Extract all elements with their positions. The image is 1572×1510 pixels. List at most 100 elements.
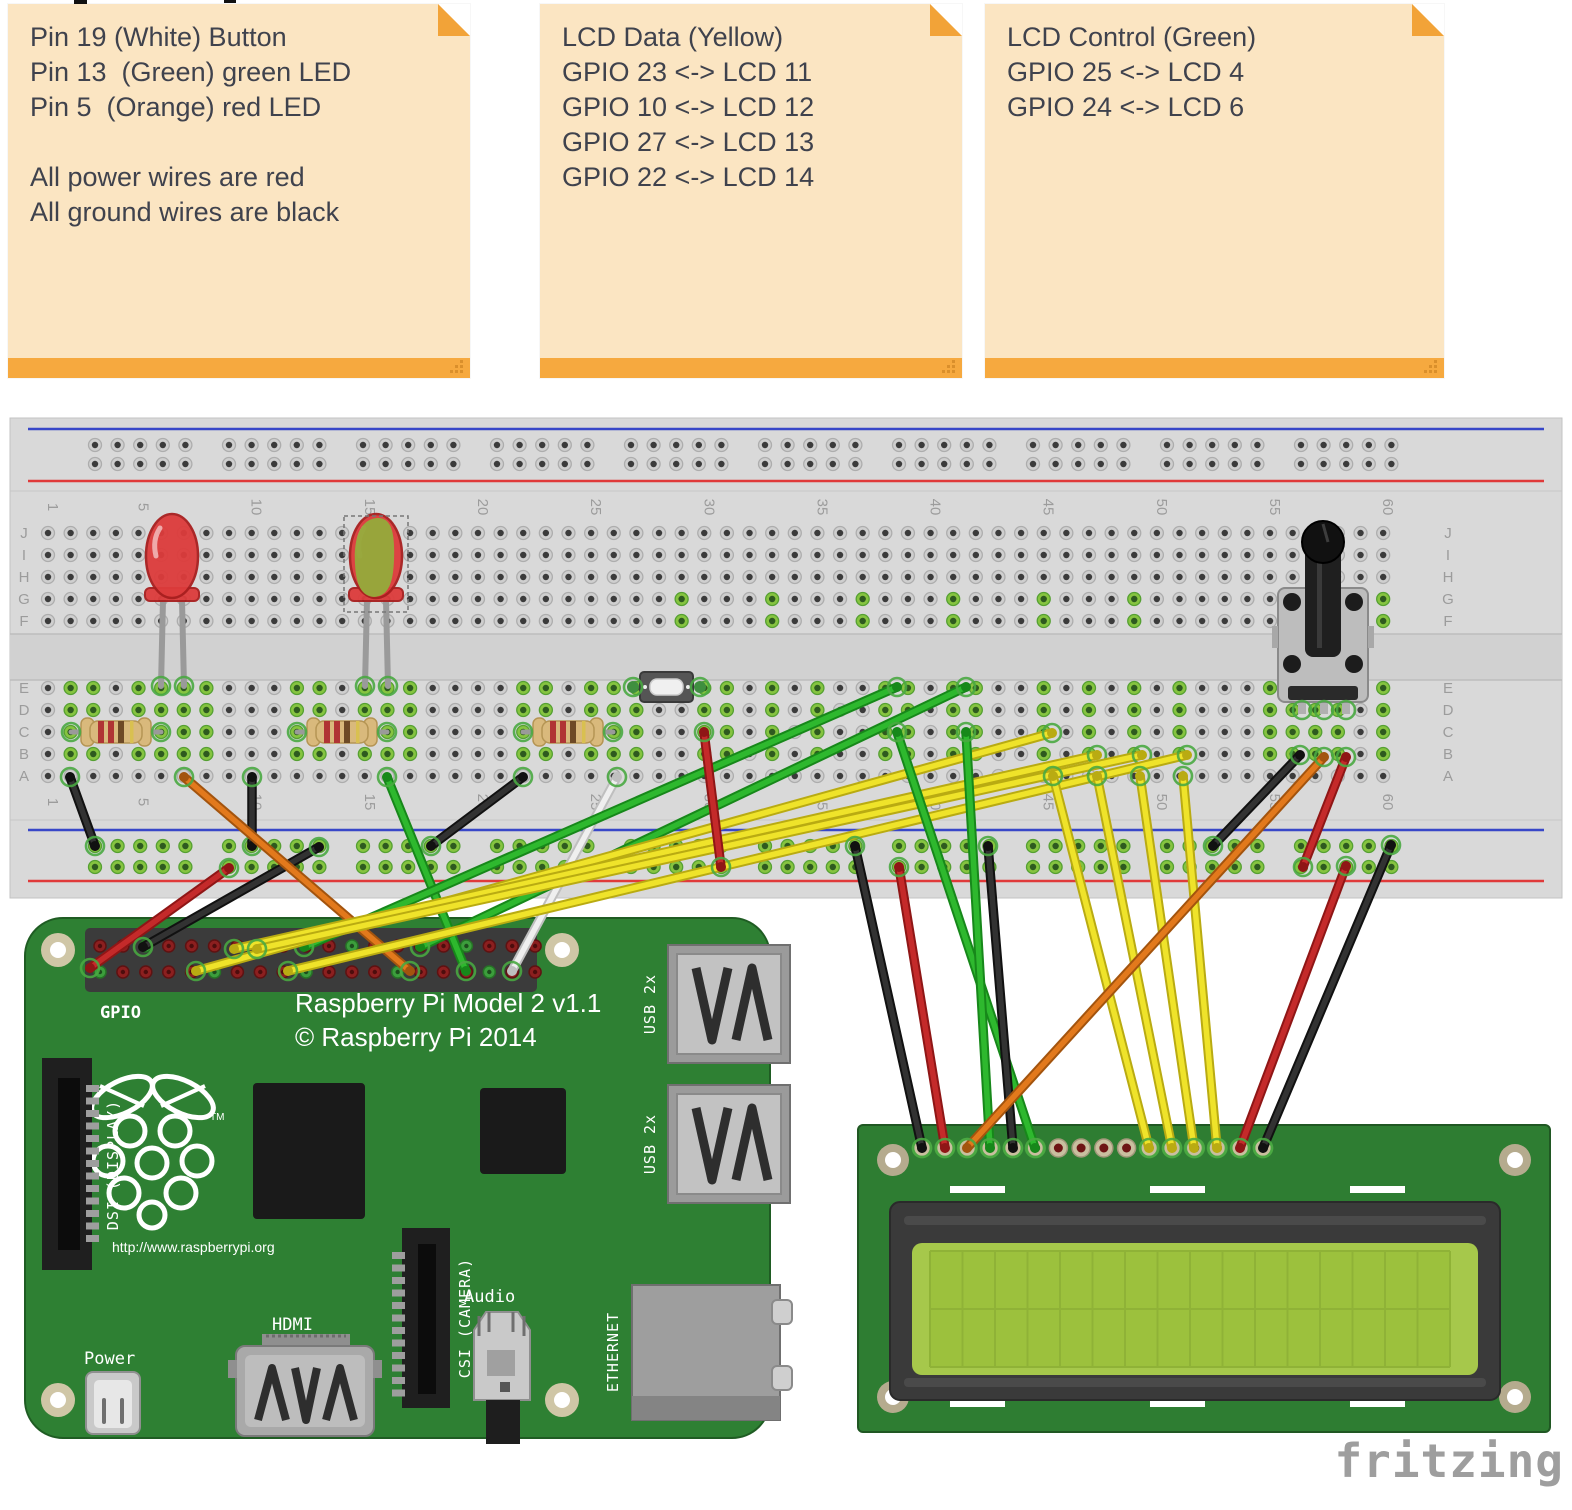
wire-green[interactable] xyxy=(409,676,977,958)
wire-red[interactable] xyxy=(888,856,956,1159)
dsi-connector[interactable] xyxy=(42,1058,99,1270)
note-line: All power wires are red xyxy=(30,162,305,192)
sticky-note-pins[interactable]: Pin 19 (White) Button Pin 13 (Green) gre… xyxy=(8,4,470,378)
svg-text:15: 15 xyxy=(361,499,378,516)
svg-text:G: G xyxy=(18,591,30,608)
wire-black[interactable] xyxy=(1252,834,1402,1159)
svg-text:J: J xyxy=(20,525,28,542)
svg-text:F: F xyxy=(1443,613,1452,630)
svg-text:G: G xyxy=(1442,591,1454,608)
potentiometer[interactable] xyxy=(1272,520,1374,721)
jumper-wires[interactable] xyxy=(59,676,1402,1159)
push-button[interactable] xyxy=(622,671,711,703)
resistor[interactable] xyxy=(60,717,172,747)
note-line: Pin 13 (Green) green LED xyxy=(30,57,352,87)
wire-yellow[interactable] xyxy=(1042,765,1160,1159)
wire-orange[interactable] xyxy=(173,766,421,982)
wire-red[interactable] xyxy=(1229,855,1357,1159)
audio-label: Audio xyxy=(464,1287,515,1307)
svg-text:B: B xyxy=(19,746,29,763)
cropped-text-fragment xyxy=(74,0,87,4)
note-line: All ground wires are black xyxy=(30,197,340,227)
note-resize-grip[interactable] xyxy=(952,370,955,373)
wire-yellow[interactable] xyxy=(277,744,1198,982)
pi-url-label: http://www.raspberrypi.org xyxy=(112,1239,275,1255)
sticky-note-lcd-data[interactable]: LCD Data (Yellow) GPIO 23 <-> LCD 11 GPI… xyxy=(540,4,962,378)
cropped-text-fragment xyxy=(224,0,236,3)
svg-text:50: 50 xyxy=(1153,794,1170,811)
breadboard-components[interactable] xyxy=(60,512,1374,747)
svg-text:J: J xyxy=(1444,525,1452,542)
svg-text:35: 35 xyxy=(813,499,830,516)
ethernet-label: ETHERNET xyxy=(604,1312,622,1392)
svg-text:I: I xyxy=(1446,547,1450,564)
fritzing-watermark: fritzing xyxy=(1334,1434,1564,1488)
wire-green[interactable] xyxy=(376,766,477,982)
note-line xyxy=(30,125,448,160)
raspberry-pi-logo xyxy=(89,1073,216,1231)
note-line: LCD Data (Yellow) xyxy=(562,22,784,52)
svg-text:60: 60 xyxy=(1379,499,1396,516)
svg-text:60: 60 xyxy=(1379,794,1396,811)
svg-text:50: 50 xyxy=(1153,499,1170,516)
svg-text:10: 10 xyxy=(248,499,265,516)
note-corner-fold xyxy=(1412,4,1444,36)
ethernet-port[interactable] xyxy=(631,1284,793,1421)
note-line: Pin 5 (Orange) red LED xyxy=(30,92,322,122)
green-led[interactable] xyxy=(343,512,409,697)
wire-yellow[interactable] xyxy=(223,744,1108,960)
usb-lan-chip xyxy=(480,1088,566,1174)
hdmi-port[interactable] xyxy=(228,1334,382,1437)
note-corner-fold xyxy=(438,4,470,36)
trademark-label: TM xyxy=(210,1112,224,1123)
note-resize-grip[interactable] xyxy=(1434,370,1437,373)
usb-port-2[interactable] xyxy=(667,1084,791,1204)
wire-green[interactable] xyxy=(955,721,1001,1159)
note-bottom-bar[interactable] xyxy=(985,358,1444,378)
csi-connector[interactable] xyxy=(392,1228,450,1408)
resistor[interactable] xyxy=(286,717,398,747)
hdmi-label: HDMI xyxy=(272,1315,313,1335)
usb1-label: USB 2x xyxy=(641,974,659,1034)
note-line: GPIO 24 <-> LCD 6 xyxy=(1007,92,1245,122)
svg-text:15: 15 xyxy=(361,794,378,811)
sticky-note-lcd-control[interactable]: LCD Control (Green) GPIO 25 <-> LCD 4 GP… xyxy=(985,4,1444,378)
resistor[interactable] xyxy=(512,717,624,747)
lcd-display[interactable] xyxy=(857,1124,1551,1433)
wire-red[interactable] xyxy=(693,721,732,878)
svg-text:1: 1 xyxy=(44,798,61,806)
wire-yellow[interactable] xyxy=(1172,765,1228,1159)
power-port[interactable] xyxy=(85,1371,141,1435)
wire-red[interactable] xyxy=(1292,746,1357,878)
audio-jack[interactable] xyxy=(473,1311,531,1444)
note-bottom-bar[interactable] xyxy=(540,358,962,378)
svg-text:D: D xyxy=(19,702,30,719)
svg-text:H: H xyxy=(1443,569,1454,586)
svg-text:C: C xyxy=(1443,724,1454,741)
note-corner-fold xyxy=(930,4,962,36)
wire-black[interactable] xyxy=(1202,744,1311,857)
wire-yellow[interactable] xyxy=(246,744,1153,960)
usb-port-1[interactable] xyxy=(667,944,791,1064)
pi-title-line1: Raspberry Pi Model 2 v1.1 xyxy=(295,988,601,1018)
wire-orange[interactable] xyxy=(956,746,1335,1159)
gpio-label: GPIO xyxy=(100,1003,141,1023)
red-led[interactable] xyxy=(144,512,200,697)
wire-black[interactable] xyxy=(59,766,106,857)
note-resize-grip[interactable] xyxy=(460,370,463,373)
note-line: GPIO 27 <-> LCD 13 xyxy=(562,127,815,157)
wire-yellow[interactable] xyxy=(1129,765,1205,1159)
note-line: GPIO 22 <-> LCD 14 xyxy=(562,162,815,192)
svg-text:I: I xyxy=(22,547,26,564)
note-line: GPIO 10 <-> LCD 12 xyxy=(562,92,815,122)
note-bottom-bar[interactable] xyxy=(8,358,470,378)
wire-red[interactable] xyxy=(79,857,240,979)
svg-text:C: C xyxy=(19,724,30,741)
raspberry-pi-board[interactable]: GPIO Raspberry Pi Model 2 v1.1 © Raspber… xyxy=(24,917,793,1444)
svg-text:D: D xyxy=(1443,702,1454,719)
pot-knob[interactable] xyxy=(1301,520,1345,564)
wire-black[interactable] xyxy=(844,835,933,1159)
svg-text:E: E xyxy=(19,680,29,697)
note-line: GPIO 25 <-> LCD 4 xyxy=(1007,57,1245,87)
wire-black[interactable] xyxy=(420,766,534,857)
